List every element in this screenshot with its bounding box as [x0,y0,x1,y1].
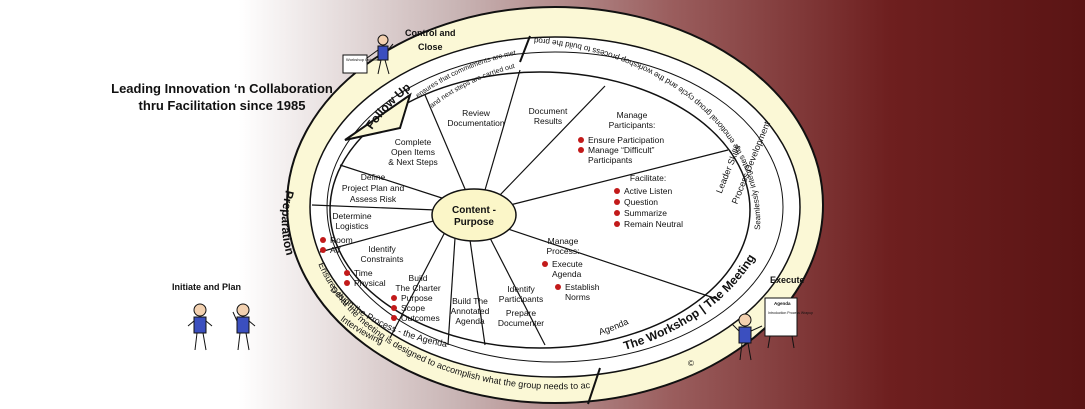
review-line2: Documentation [447,118,504,128]
copyright-mark: © [688,359,694,368]
annotated-line2: Annotated [451,306,490,316]
charter-line1: Build [409,273,428,283]
logistics-item: Room [330,235,353,245]
execute-figure-icon: Agenda Introduction Process Wrapup [731,297,813,361]
hub [431,188,517,242]
manage-process-line2: Process: [546,246,579,256]
facilitate-label: Facilitate: [630,173,666,183]
manage-process-item: Establish [565,282,600,292]
participants-line1: Identify [507,284,535,294]
complete-line2: Open Items [391,147,435,157]
constraints-line1: Identify [368,244,396,254]
complete-line3: & Next Steps [388,157,438,167]
charter-line2: The Charter [395,283,441,293]
manage-process-item: Execute [552,259,583,269]
bullet-icon [344,280,350,286]
define-line3: Assess Risk [350,194,397,204]
bullet-icon [320,237,326,243]
bullet-icon [555,284,561,290]
define-line2: Project Plan and [342,183,405,193]
bullet-icon [391,295,397,301]
manage-process-item: Agenda [552,269,582,279]
bullet-icon [344,270,350,276]
manage-participants-item: Manage “Difficult” [588,145,655,155]
manage-participants-item: Ensure Participation [588,135,664,145]
bullet-icon [391,315,397,321]
tagline-line1: Leading Innovation ‘n Collaboration [111,81,333,96]
facilitate-item: Remain Neutral [624,219,683,229]
annotated-line1: Build The [452,296,488,306]
bullet-icon [578,147,584,153]
facilitate-item: Summarize [624,208,667,218]
execute-label: Execute [770,275,805,285]
control-close-figure-icon: Workshop Outcome [342,34,394,75]
logistics-line2: Logistics [335,221,368,231]
ring-divider-workshop [587,367,601,405]
ring-divider-followup [519,35,531,63]
middle-ring-divider [326,51,784,363]
initiate-plan-label: Initiate and Plan [172,282,241,292]
manage-participants-line1: Manage [617,110,648,120]
constraints-line2: Constraints [361,254,404,264]
preparation-label: Preparation [279,189,298,256]
bullet-icon [614,210,620,216]
logistics-item: AV [330,245,341,255]
annotated-line3: Agenda [455,316,485,326]
review-line1: Review [462,108,491,118]
tagline-line2: thru Facilitation since 1985 [139,98,306,113]
bullet-icon [578,137,584,143]
spokes [311,69,729,346]
bullet-icon [614,221,620,227]
bullet-icon [391,305,397,311]
manage-participants-line2: Participants: [609,120,656,130]
facilitate-item: Question [624,197,658,207]
sign-agenda: Agenda [774,301,791,306]
hub-line1: Content - [452,205,496,216]
document-line1: Document [529,106,568,116]
inner-area [329,71,751,349]
complete-line1: Complete [395,137,432,147]
manage-participants-item: Participants [588,155,632,165]
constraints-item: Time [354,268,373,278]
logistics-line1: Determine [332,211,371,221]
document-line2: Results [534,116,562,126]
participants-line4: Documenter [498,318,544,328]
manage-process-item: Norms [565,292,590,302]
charter-item: Scope [401,303,425,313]
bullets [320,137,620,321]
manage-process-line1: Manage [548,236,579,246]
participants-line2: Participants [499,294,543,304]
initiate-plan-figures-icon [187,303,256,351]
participants-line3: Prepare [506,308,537,318]
hub-line2: Purpose [454,217,494,228]
bullet-icon [614,199,620,205]
constraints-item: Physical [354,278,386,288]
facilitate-item: Active Listen [624,186,672,196]
bullet-icon [320,247,326,253]
charter-item: Purpose [401,293,433,303]
follow-up-arrow [344,92,412,141]
sign-workshop: Workshop Outcome [346,57,382,62]
sign-agenda-sub: Introduction Process Wrapup [768,311,813,315]
bullet-icon [542,261,548,267]
define-line1: Define [361,172,386,182]
bullet-icon [614,188,620,194]
charter-item: Outcomes [401,313,440,323]
